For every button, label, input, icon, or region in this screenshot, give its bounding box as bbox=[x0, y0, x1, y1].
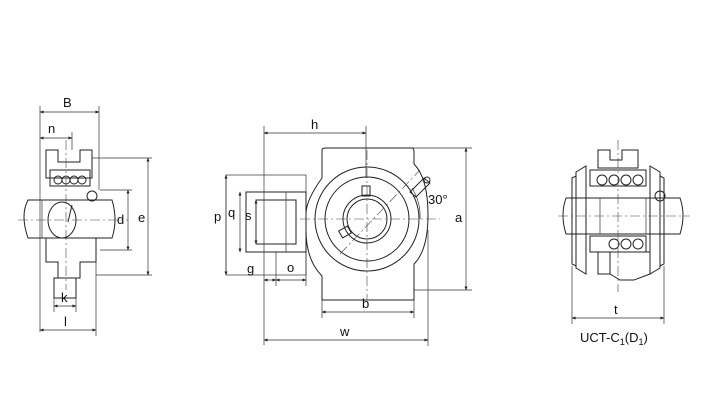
model-sub1: 1 bbox=[620, 337, 625, 347]
model-mid: (D bbox=[625, 330, 639, 345]
label-d: d bbox=[117, 212, 124, 227]
section-view bbox=[558, 140, 690, 324]
label-s: s bbox=[245, 208, 252, 223]
model-caption: UCT-C1(D1) bbox=[580, 330, 648, 347]
label-a: a bbox=[455, 210, 463, 225]
label-p: p bbox=[214, 209, 221, 224]
model-base: UCT-C bbox=[580, 330, 620, 345]
side-view bbox=[18, 106, 152, 336]
label-t: t bbox=[614, 302, 618, 317]
label-k: k bbox=[61, 290, 68, 305]
model-sub2: 1 bbox=[638, 337, 643, 347]
label-q: q bbox=[228, 205, 235, 220]
label-l: l bbox=[64, 314, 67, 329]
label-h: h bbox=[311, 117, 318, 132]
label-angle: 30° bbox=[428, 192, 448, 207]
label-o: o bbox=[287, 260, 294, 275]
label-B: B bbox=[63, 95, 72, 110]
model-end: ) bbox=[643, 330, 647, 345]
front-view bbox=[224, 126, 472, 346]
label-b: b bbox=[362, 296, 369, 311]
label-g: g bbox=[247, 261, 254, 276]
label-w: w bbox=[339, 324, 350, 339]
label-n: n bbox=[48, 121, 55, 136]
label-e: e bbox=[138, 210, 145, 225]
